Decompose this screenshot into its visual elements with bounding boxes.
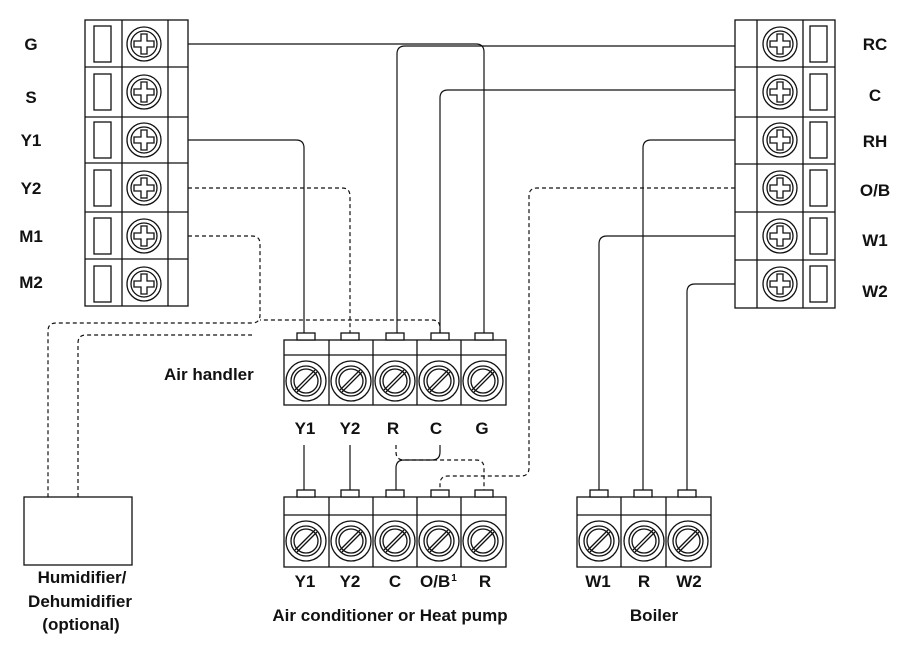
air-handler-terminal-labels: Y1 Y2 R C G: [295, 419, 489, 438]
ah-terminal-label-3: R: [387, 419, 399, 438]
left-terminal-block: [84, 19, 189, 307]
slotted-screw-icon: [462, 360, 504, 402]
terminal-slot: [809, 121, 828, 159]
slotted-screw-icon: [330, 360, 372, 402]
dashed-wires: [47, 187, 735, 497]
terminal-slot: [809, 265, 828, 303]
boiler-label: Boiler: [630, 606, 679, 625]
boiler-terminal-labels: W1 R W2: [585, 572, 702, 591]
right-terminal-labels: RC C RH O/B W1 W2: [860, 35, 890, 301]
slotted-screw-icon: [374, 360, 416, 402]
phillips-screw-icon: [762, 122, 798, 158]
left-terminal-labels: G S Y1 Y2 M1 M2: [19, 35, 43, 292]
terminal-label-right-2: C: [869, 86, 881, 105]
boiler-terminal-label-3: W2: [676, 572, 702, 591]
terminal-label-left-6: M2: [19, 273, 43, 292]
slotted-screw-icon: [285, 520, 327, 562]
ac-terminal-label-3: C: [389, 572, 401, 591]
phillips-screw-icon: [762, 218, 798, 254]
ah-terminal-label-2: Y2: [340, 419, 361, 438]
humidifier-label-line2: Dehumidifier: [28, 592, 132, 611]
phillips-screw-icon: [126, 74, 162, 110]
ah-terminal-label-4: C: [430, 419, 442, 438]
air-handler-label: Air handler: [164, 365, 254, 384]
phillips-screw-icon: [762, 266, 798, 302]
terminal-label-left-5: M1: [19, 227, 43, 246]
slotted-screw-icon: [374, 520, 416, 562]
terminal-label-right-3: RH: [863, 132, 888, 151]
phillips-screw-icon: [762, 26, 798, 62]
ah-terminal-label-5: G: [475, 419, 488, 438]
slotted-screw-icon: [667, 520, 709, 562]
terminal-label-right-5: W1: [862, 231, 888, 250]
humidifier-label-line1: Humidifier/: [38, 568, 127, 587]
boiler-screws: [578, 520, 709, 562]
air-conditioner-screws: [285, 520, 504, 562]
terminal-slot: [809, 217, 828, 255]
slotted-screw-icon: [330, 520, 372, 562]
right-terminal-block: [734, 19, 836, 309]
boiler-terminal-label-1: W1: [585, 572, 611, 591]
terminal-slot: [93, 265, 112, 303]
terminal-label-right-6: W2: [862, 282, 888, 301]
phillips-screw-icon: [762, 74, 798, 110]
phillips-screw-icon: [126, 266, 162, 302]
terminal-label-left-3: Y1: [21, 131, 42, 150]
terminal-slot: [93, 25, 112, 63]
right-terminal-screws: [762, 25, 828, 303]
terminal-label-left-2: S: [25, 88, 36, 107]
left-terminal-screws: [93, 25, 162, 303]
ah-terminal-label-1: Y1: [295, 419, 316, 438]
phillips-screw-icon: [126, 26, 162, 62]
terminal-label-right-1: RC: [863, 35, 888, 54]
slotted-screw-icon: [418, 520, 460, 562]
phillips-screw-icon: [762, 170, 798, 206]
terminal-slot: [93, 121, 112, 159]
slotted-screw-icon: [418, 360, 460, 402]
terminal-slot: [93, 73, 112, 111]
terminal-label-left-1: G: [24, 35, 37, 54]
air-conditioner-label: Air conditioner or Heat pump: [272, 606, 507, 625]
slotted-screw-icon: [462, 520, 504, 562]
ac-terminal-label-1: Y1: [295, 572, 316, 591]
terminal-slot: [809, 25, 828, 63]
phillips-screw-icon: [126, 218, 162, 254]
solid-wires: [188, 43, 735, 490]
slotted-screw-icon: [285, 360, 327, 402]
ac-terminal-label-5: R: [479, 572, 491, 591]
terminal-slot: [93, 169, 112, 207]
slotted-screw-icon: [578, 520, 620, 562]
ac-terminal-label-2: Y2: [340, 572, 361, 591]
humidifier-label-line3: (optional): [42, 615, 119, 634]
terminal-label-left-4: Y2: [21, 179, 42, 198]
ac-ob-label: O/B: [420, 572, 450, 591]
ac-terminal-labels: Y1 Y2 C O/B1 R: [295, 572, 492, 591]
phillips-screw-icon: [126, 122, 162, 158]
ac-terminal-label-4: O/B1: [420, 572, 457, 591]
terminal-slot: [809, 73, 828, 111]
ac-ob-superscript: 1: [451, 573, 457, 584]
terminal-slot: [809, 169, 828, 207]
terminal-label-right-4: O/B: [860, 181, 890, 200]
humidifier-box: [23, 496, 133, 566]
slotted-screw-icon: [623, 520, 665, 562]
air-handler-screws: [285, 360, 504, 402]
phillips-screw-icon: [126, 170, 162, 206]
boiler-terminal-label-2: R: [638, 572, 650, 591]
terminal-slot: [93, 217, 112, 255]
